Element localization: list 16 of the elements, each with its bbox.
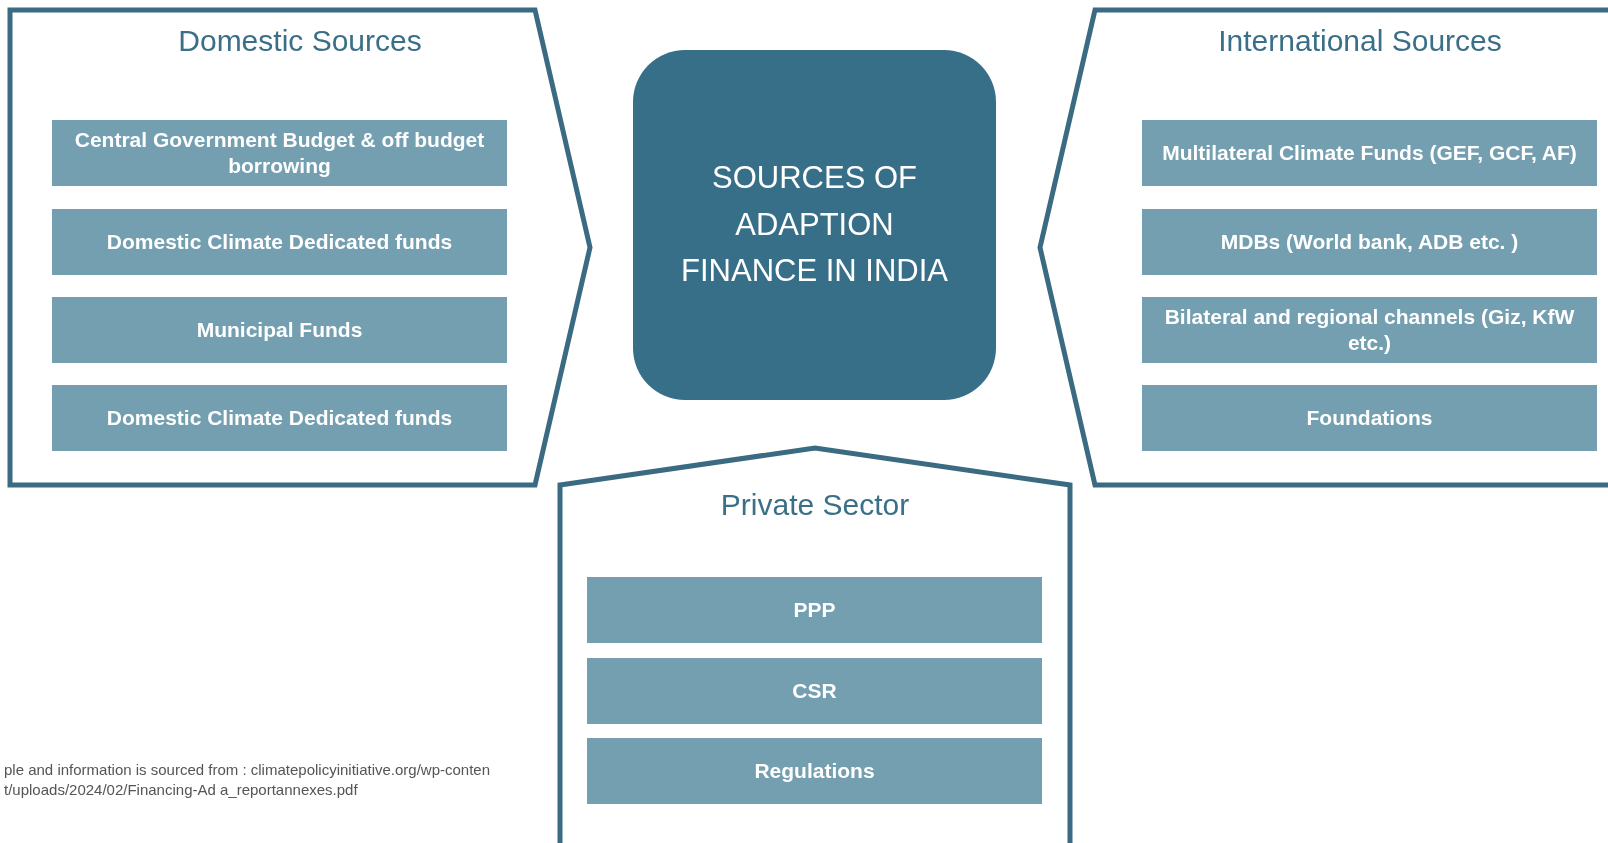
source-box: CSR <box>587 658 1042 724</box>
title-box: SOURCES OF ADAPTION FINANCE IN INDIA <box>633 50 996 400</box>
source-box: PPP <box>587 577 1042 643</box>
source-box: Foundations <box>1142 385 1597 451</box>
section-heading: International Sources <box>1217 24 1503 58</box>
source-box: Multilateral Climate Funds (GEF, GCF, AF) <box>1142 120 1597 186</box>
source-box: Central Government Budget & off budget borrowing <box>52 120 507 186</box>
section-heading: Domestic Sources <box>177 24 423 58</box>
source-box: Bilateral and regional channels (Giz, KfW etc.) <box>1142 297 1597 363</box>
source-box: Regulations <box>587 738 1042 804</box>
source-box: Domestic Climate Dedicated funds <box>52 385 507 451</box>
source-box: MDBs (World bank, ADB etc. ) <box>1142 209 1597 275</box>
section-heading: Private Sector <box>719 488 911 522</box>
source-note: ple and information is sourced from : climatepolicyinitiative.org/wp-content/uploads/2024/02/Financing-Ad a_reportannexes.pdf <box>4 760 492 799</box>
source-box: Domestic Climate Dedicated funds <box>52 209 507 275</box>
source-box: Municipal Funds <box>52 297 507 363</box>
